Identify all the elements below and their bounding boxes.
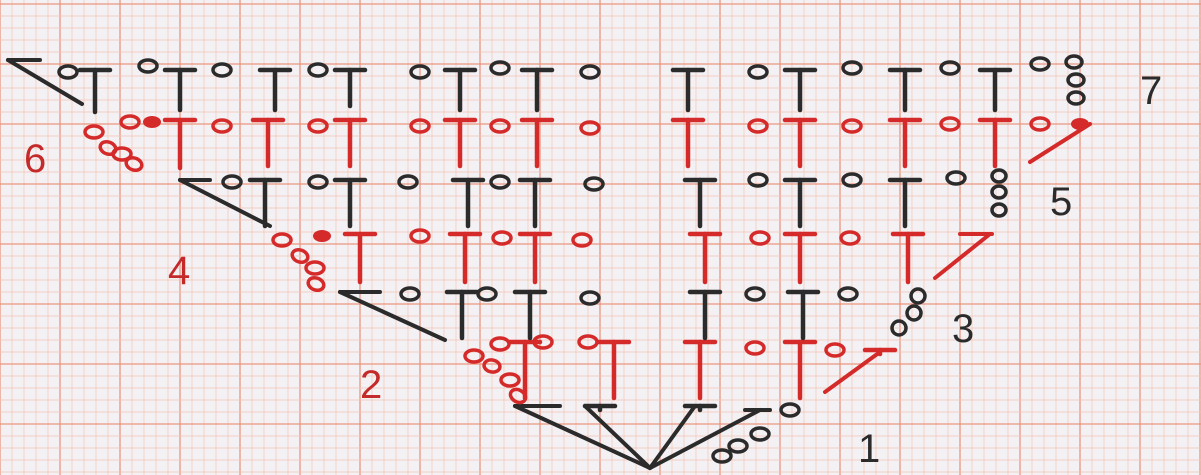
- slip-stitch-icon: [1071, 118, 1089, 130]
- slip-stitch-icon: [313, 230, 331, 242]
- row-number-6: 6: [24, 137, 46, 181]
- row-number-5: 5: [1050, 180, 1072, 224]
- row-number-1: 1: [858, 427, 880, 471]
- row-number-4: 4: [168, 249, 190, 293]
- row-number-2: 2: [360, 363, 382, 407]
- row-number-3: 3: [952, 307, 974, 351]
- slip-stitch-icon: [143, 116, 161, 128]
- row-number-7: 7: [1140, 69, 1162, 113]
